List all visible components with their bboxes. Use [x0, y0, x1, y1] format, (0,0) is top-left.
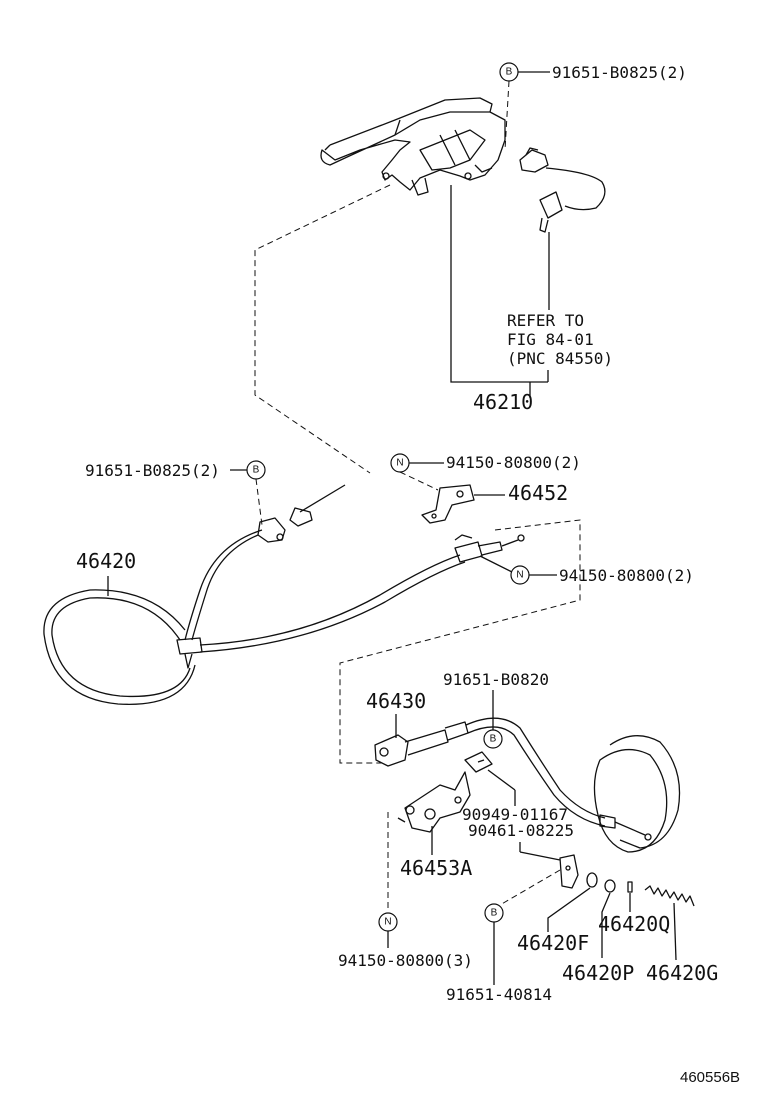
lever-assembly	[320, 97, 506, 196]
svg-text:N: N	[384, 917, 391, 928]
part-label-90949-01167: 90949-01167	[462, 805, 568, 824]
bracket-90949	[464, 751, 493, 773]
part-label-91651-b0825-2-top: 91651-B0825(2)	[552, 63, 687, 82]
svg-text:N: N	[516, 570, 523, 581]
nut-badge-3: N	[378, 912, 398, 932]
svg-text:B: B	[506, 67, 513, 78]
bracket-46453a	[397, 771, 471, 833]
rear-cable	[465, 717, 652, 841]
part-label-91651-b0825-2-left: 91651-B0825(2)	[85, 461, 220, 480]
cable-clip	[559, 854, 579, 889]
nut-badge-46452: N	[390, 453, 410, 473]
cable-bracket-46452	[421, 484, 475, 524]
reference-note-line-2: FIG 84-01	[507, 330, 594, 349]
part-label-46453a: 46453A	[400, 856, 472, 880]
part-label-94150-80800-2-b: 94150-80800(2)	[559, 566, 694, 585]
part-46420q	[627, 881, 633, 893]
svg-text:B: B	[490, 734, 497, 745]
reference-note-line-1: REFER TO	[507, 311, 584, 330]
part-label-91651-40814: 91651-40814	[446, 985, 552, 1004]
part-label-94150-80800-2-a: 94150-80800(2)	[446, 453, 581, 472]
part-label-90461-08225: 90461-08225	[468, 821, 574, 840]
part-label-46430: 46430	[366, 689, 426, 713]
svg-text:B: B	[491, 908, 498, 919]
part-label-94150-80800-3: 94150-80800(3)	[338, 951, 473, 970]
part-46420f	[586, 872, 598, 888]
bolt-badge-left: B	[246, 460, 266, 480]
spring-46420g	[644, 885, 695, 907]
part-label-91651-b0820: 91651-B0820	[443, 670, 549, 689]
part-label-46452: 46452	[508, 481, 568, 505]
nut-badge-right: N	[510, 565, 530, 585]
cable-equalizer-46430	[374, 721, 469, 767]
reference-note-line-3: (PNC 84550)	[507, 349, 613, 368]
svg-text:N: N	[396, 458, 403, 469]
part-label-46420q: 46420Q	[598, 912, 670, 936]
part-label-46420: 46420	[76, 549, 136, 573]
brake-warning-switch	[519, 147, 606, 233]
bolt-badge-top: B	[499, 62, 519, 82]
part-label-46210: 46210	[473, 390, 533, 414]
diagram-code: 460556B	[680, 1069, 740, 1086]
bolt-badge-b0820: B	[483, 729, 503, 749]
brake-drum	[593, 735, 681, 853]
svg-text:B: B	[253, 465, 260, 476]
part-label-46420p: 46420P	[562, 961, 634, 985]
part-46420p	[604, 879, 616, 893]
front-cable	[43, 484, 525, 705]
bolt-badge-40814: B	[484, 903, 504, 923]
part-label-46420f: 46420F	[517, 931, 589, 955]
part-label-46420g: 46420G	[646, 961, 718, 985]
